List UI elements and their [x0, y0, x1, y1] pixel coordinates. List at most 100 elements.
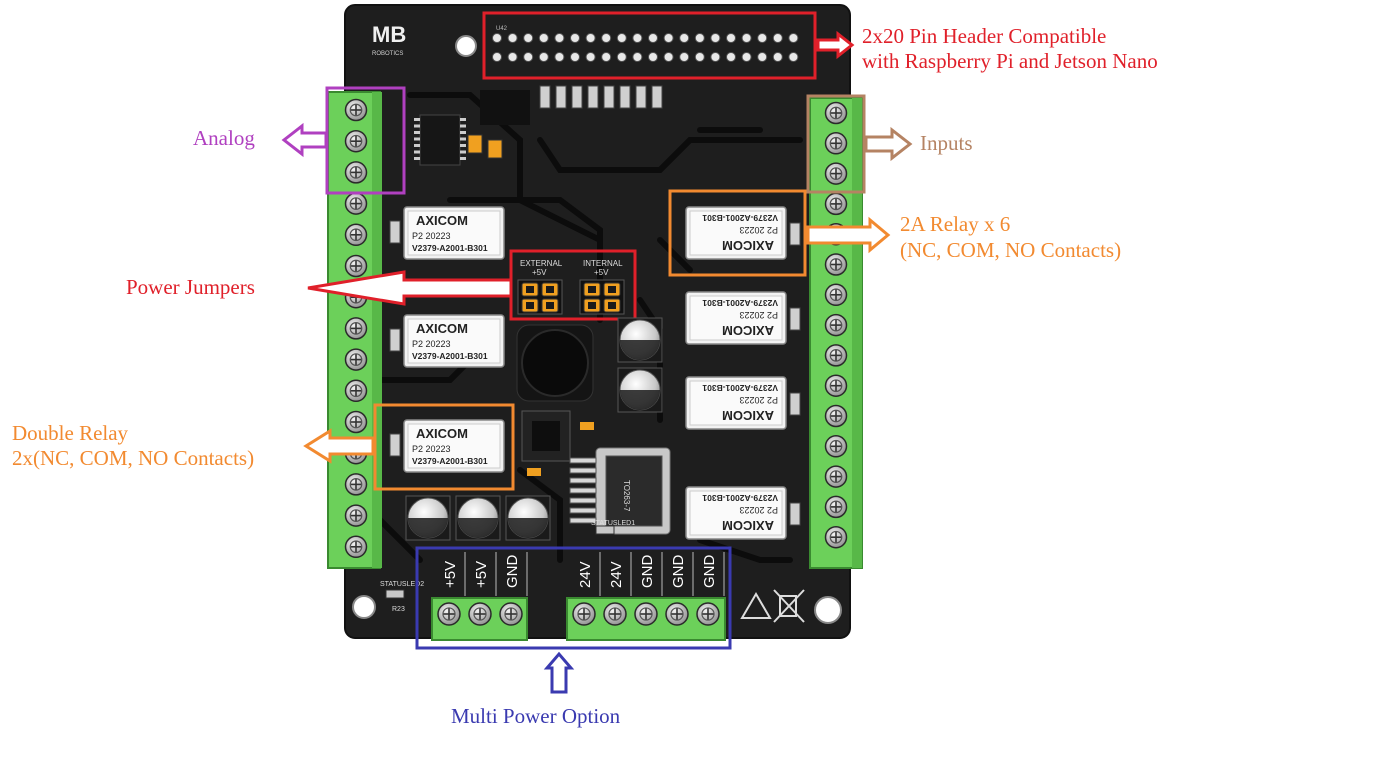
- regulator-pin: [569, 507, 597, 514]
- left-terminal-screw: [344, 254, 368, 278]
- power-jumpers-arrow: [307, 270, 513, 306]
- power-terminal-label: GND: [639, 555, 656, 589]
- relay-part: V2379-A2001-B301: [412, 243, 488, 253]
- header-pin: [726, 33, 736, 43]
- header-pin: [601, 52, 612, 62]
- ic-pin: [414, 144, 420, 147]
- header-pin: [616, 33, 627, 43]
- relay-brand: AXICOM: [722, 238, 774, 253]
- left-terminal-screw: [344, 317, 368, 340]
- header-pin: [710, 52, 721, 62]
- pcb-board: MB ROBOTICS: [344, 4, 851, 639]
- header-pin: [648, 52, 658, 62]
- inductor: [516, 324, 594, 402]
- header-pin: [538, 33, 549, 43]
- header-pin: [710, 33, 721, 43]
- header-pin: [523, 52, 534, 62]
- ic-pin: [414, 124, 420, 128]
- pin-header: U42: [492, 26, 799, 62]
- svg-text:+5V: +5V: [594, 268, 609, 277]
- esd-icon: [740, 592, 772, 619]
- relay-part: V2379-A2001-B301: [412, 351, 488, 361]
- header-pin: [632, 52, 643, 62]
- right-terminal-screw: [824, 253, 848, 276]
- left-terminal-screw: [344, 504, 368, 527]
- inputs-label: Inputs: [920, 131, 973, 155]
- left-terminal-screw: [344, 223, 368, 247]
- header-pin: [601, 33, 612, 43]
- resistor: [539, 85, 551, 109]
- right-terminal-strip: [809, 97, 863, 569]
- header-pin: [570, 52, 580, 62]
- ic-pin: [414, 131, 420, 134]
- power-terminal-screw: [437, 602, 461, 626]
- right-terminal-screw: [824, 374, 848, 397]
- relay-diode: [789, 307, 801, 331]
- pin-header-arrow: [816, 30, 855, 60]
- power-terminal-screw: [572, 602, 596, 626]
- svg-text:TO263-7: TO263-7: [622, 480, 631, 512]
- header-pin: [679, 33, 690, 43]
- electrolytic-capacitor: [505, 495, 551, 541]
- double-relay-label-line2: 2x(NC, COM, NO Contacts): [12, 446, 255, 470]
- header-pin: [632, 33, 643, 43]
- right-terminal-screw: [824, 132, 848, 155]
- relay-diode: [789, 392, 801, 416]
- relay-diode: [789, 222, 801, 246]
- relay-diode: [389, 220, 401, 244]
- header-pin: [492, 33, 502, 43]
- relay-diode: [789, 502, 801, 526]
- left-terminal-screw: [344, 379, 368, 403]
- multi-power-arrow: [543, 651, 575, 694]
- relay6-highlight: [668, 189, 807, 277]
- relay-part: V2379-A2001-B301: [702, 383, 778, 393]
- header-pin: [554, 52, 565, 62]
- multi-power-label: Multi Power Option: [451, 704, 621, 728]
- header-pin: [585, 52, 596, 62]
- header-pin: [694, 33, 705, 43]
- inputs-highlight: [806, 94, 866, 194]
- power-terminal-screw: [499, 602, 523, 626]
- electrolytic-capacitor: [405, 495, 451, 541]
- resistor: [555, 85, 567, 109]
- ic-pin: [460, 118, 466, 121]
- left-terminal-screw: [344, 473, 368, 496]
- regulator: TO263-7 STATUSLED1: [521, 410, 671, 535]
- header-pin: [772, 33, 783, 43]
- electrolytic-capacitor: [617, 367, 663, 413]
- weee-icon: [773, 589, 805, 623]
- header-pin: [788, 52, 799, 62]
- analog-ic: [414, 90, 530, 166]
- power-jumpers: EXTERNAL +5V INTERNAL +5V: [517, 259, 625, 315]
- header-pin: [523, 33, 534, 43]
- relay-diode: [389, 433, 401, 457]
- right-terminal-screw: [824, 313, 848, 337]
- header-pin: [570, 33, 580, 43]
- regulator-pin: [569, 477, 597, 484]
- electrolytic-capacitor: [617, 317, 663, 363]
- power-terminal-label: GND: [670, 555, 687, 589]
- power-terminal-label: +5V: [473, 561, 490, 588]
- electrolytic-capacitor: [455, 495, 501, 541]
- header-pin: [585, 33, 596, 43]
- board-logo: MB: [372, 22, 406, 47]
- right-terminal-screw: [824, 495, 848, 519]
- ic-pin: [414, 118, 420, 121]
- relay-date: P2 20223: [739, 395, 778, 405]
- relay-brand: AXICOM: [416, 321, 468, 336]
- header-pin: [741, 52, 752, 62]
- jumper-block: [517, 279, 563, 315]
- regulator-pin: [569, 497, 597, 504]
- header-pin: [507, 52, 518, 62]
- ic-pin: [460, 131, 466, 134]
- board-logo-sub: ROBOTICS: [372, 51, 403, 57]
- left-terminal-strip: [327, 91, 382, 569]
- relay-part: V2379-A2001-B301: [702, 298, 778, 308]
- relay-date: P2 20223: [739, 505, 778, 515]
- resistor: [587, 85, 599, 109]
- header-pin: [616, 52, 627, 62]
- resistor: [571, 85, 583, 109]
